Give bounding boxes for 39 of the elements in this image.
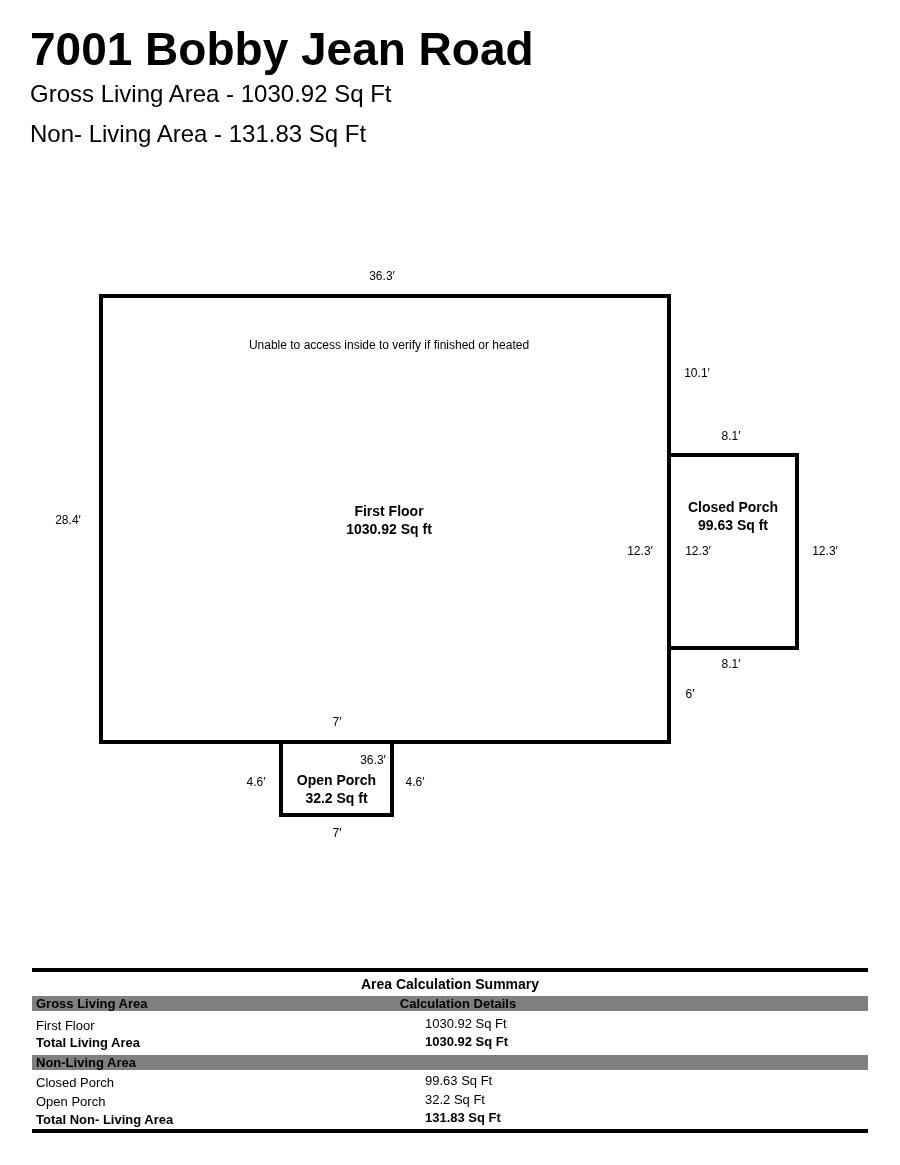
subtitle: Non- Living Area - 131.83 Sq Ft bbox=[30, 120, 367, 148]
dimension-label: 36.3′ bbox=[360, 753, 386, 767]
row-label: Open Porch bbox=[36, 1094, 106, 1109]
dimension-label: 7′ bbox=[332, 715, 342, 729]
row-label: Total Living Area bbox=[36, 1035, 140, 1050]
dimension-label: 10.1′ bbox=[684, 366, 710, 380]
table-title: Area Calculation Summary bbox=[360, 977, 540, 992]
area-value: 131.83 Sq Ft bbox=[425, 1110, 501, 1125]
area-value: 32.2 Sq Ft bbox=[425, 1092, 485, 1107]
room-name: Open Porch bbox=[295, 772, 378, 788]
dimension-label: 6′ bbox=[685, 687, 695, 701]
row-label: First Floor bbox=[36, 1018, 95, 1033]
area-value: 99.63 Sq Ft bbox=[425, 1073, 493, 1088]
dimension-label: 4.6′ bbox=[246, 775, 266, 789]
dimension-label: 12.3′ bbox=[812, 544, 838, 558]
page-title: 7001 Bobby Jean Road bbox=[30, 22, 534, 76]
dimension-label: 12.3′ bbox=[685, 544, 711, 558]
dimension-label: 28.4′ bbox=[55, 513, 81, 527]
room-outline bbox=[99, 294, 671, 744]
section-header: Gross Living Area bbox=[36, 996, 148, 1011]
section-header: Non-Living Area bbox=[36, 1055, 136, 1070]
dimension-label: 12.3′ bbox=[627, 544, 653, 558]
row-label: Closed Porch bbox=[36, 1075, 115, 1090]
dimension-label: 7′ bbox=[332, 826, 342, 840]
area-text: 32.2 Sq ft bbox=[304, 790, 369, 806]
room-name: First Floor bbox=[353, 503, 425, 519]
dimension-label: 36.3′ bbox=[369, 269, 395, 283]
area-text: 1030.92 Sq ft bbox=[345, 521, 433, 537]
area-value: 1030.92 Sq Ft bbox=[425, 1034, 509, 1049]
column-header: Calculation Details bbox=[399, 996, 517, 1011]
dimension-label: 8.1′ bbox=[721, 429, 741, 443]
note-text: Unable to access inside to verify if finished or heated bbox=[247, 338, 531, 352]
dimension-label: 4.6′ bbox=[405, 775, 425, 789]
area-value: 1030.92 Sq Ft bbox=[425, 1016, 507, 1031]
dimension-label: 8.1′ bbox=[721, 657, 741, 671]
room-name: Closed Porch bbox=[686, 499, 780, 515]
subtitle: Gross Living Area - 1030.92 Sq Ft bbox=[30, 80, 392, 108]
row-label: Total Non- Living Area bbox=[36, 1112, 174, 1127]
area-text: 99.63 Sq ft bbox=[697, 517, 769, 533]
